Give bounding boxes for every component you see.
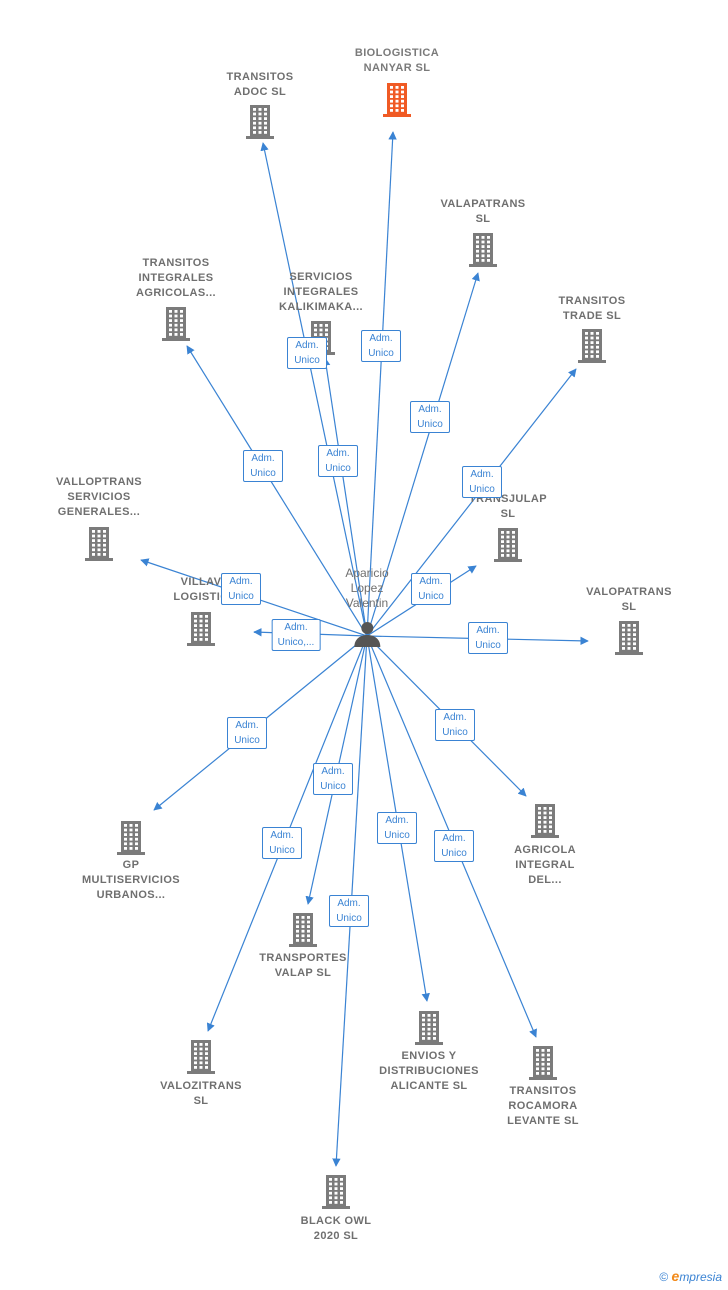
edge-label-transitos-adoc[interactable]: Adm. Unico — [318, 445, 358, 477]
edge-label-transportes-valap[interactable]: Adm. Unico — [313, 763, 353, 795]
company-node-transjulap[interactable] — [493, 527, 523, 563]
person-node[interactable]: Aparicio Lopez Valentin — [345, 566, 389, 649]
company-node-transitos-integrales[interactable] — [161, 306, 191, 342]
edge-label-envios[interactable]: Adm. Unico — [377, 812, 417, 844]
building-icon — [162, 307, 190, 341]
company-label-transitos-adoc[interactable]: TRANSITOS ADOC SL — [226, 71, 294, 98]
company-node-biologistica[interactable] — [382, 82, 412, 118]
edge-transitos-integrales — [186, 345, 368, 637]
company-node-valozitrans[interactable] — [186, 1039, 216, 1075]
edge-label-transjulap[interactable]: Adm. Unico — [411, 573, 451, 605]
edge-transitos-trade — [366, 368, 577, 637]
company-label-valopatrans[interactable]: VALOPATRANS SL — [586, 586, 672, 613]
edge-label-transitos-trade[interactable]: Adm. Unico — [462, 466, 502, 498]
company-node-gp-multiservicios[interactable] — [116, 820, 146, 856]
company-label-valapatrans[interactable]: VALAPATRANS SL — [440, 198, 526, 225]
building-icon — [246, 105, 274, 139]
company-node-villav[interactable] — [186, 611, 216, 647]
building-icon — [494, 528, 522, 562]
company-label-transitos-rocamora[interactable]: TRANSITOS ROCAMORA LEVANTE SL — [507, 1085, 579, 1127]
company-label-transitos-trade[interactable]: TRANSITOS TRADE SL — [558, 295, 626, 322]
building-icon — [578, 329, 606, 363]
company-label-villav[interactable]: VILLAV LOGISTIC — [173, 576, 229, 603]
footer-brand: © empresia — [659, 1268, 722, 1284]
company-label-black-owl[interactable]: BLACK OWL 2020 SL — [300, 1215, 372, 1242]
edge-label-transitos-integrales[interactable]: Adm. Unico — [243, 450, 283, 482]
company-node-transitos-trade[interactable] — [577, 328, 607, 364]
building-icon-highlighted — [383, 83, 411, 117]
edge-valapatrans — [366, 272, 480, 637]
building-icon — [187, 1040, 215, 1074]
company-node-black-owl[interactable] — [321, 1174, 351, 1210]
edge-label-gp-multiservicios[interactable]: Adm. Unico — [227, 717, 267, 749]
company-node-valopatrans[interactable] — [614, 620, 644, 656]
edge-label-valozitrans[interactable]: Adm. Unico — [262, 827, 302, 859]
building-icon — [531, 804, 559, 838]
company-node-transitos-adoc[interactable] — [245, 104, 275, 140]
brand-logo-initial: e — [671, 1268, 680, 1284]
company-label-agricola-integral[interactable]: AGRICOLA INTEGRAL DEL... — [514, 844, 576, 886]
building-icon — [615, 621, 643, 655]
company-label-servicios-integrales[interactable]: SERVICIOS INTEGRALES KALIKIMAKA... — [278, 271, 364, 313]
edge-biologistica — [366, 131, 397, 637]
building-icon — [469, 233, 497, 267]
building-icon — [187, 612, 215, 646]
building-icon — [322, 1175, 350, 1209]
company-label-valozitrans[interactable]: VALOZITRANS SL — [160, 1080, 242, 1107]
company-label-valloptrans[interactable]: VALLOPTRANS SERVICIOS GENERALES... — [55, 476, 143, 518]
edge-label-villav[interactable]: Adm. Unico,... — [271, 619, 321, 651]
edge-label-biologistica[interactable]: Adm. Unico — [361, 330, 401, 362]
edge-label-black-owl[interactable]: Adm. Unico — [329, 895, 369, 927]
edge-label-valopatrans[interactable]: Adm. Unico — [468, 622, 508, 654]
company-label-envios[interactable]: ENVIOS Y DISTRIBUCIONES ALICANTE SL — [379, 1050, 479, 1092]
person-name: Aparicio Lopez Valentin — [345, 566, 389, 610]
building-icon — [529, 1046, 557, 1080]
company-node-agricola-integral[interactable] — [530, 803, 560, 839]
person-icon — [353, 622, 380, 647]
company-label-biologistica[interactable]: BIOLOGISTICA NANYAR SL — [354, 47, 440, 74]
edge-label-valapatrans[interactable]: Adm. Unico — [410, 401, 450, 433]
company-node-envios[interactable] — [414, 1010, 444, 1046]
company-label-transitos-integrales[interactable]: TRANSITOS INTEGRALES AGRICOLAS... — [136, 257, 216, 299]
copyright-symbol: © — [659, 1270, 669, 1284]
edge-label-servicios-integrales[interactable]: Adm. Unico — [287, 337, 327, 369]
edge-transitos-adoc — [260, 142, 368, 637]
edge-label-agricola-integral[interactable]: Adm. Unico — [435, 709, 475, 741]
company-node-transportes-valap[interactable] — [288, 912, 318, 948]
brand-logo-text: mpresia — [679, 1270, 722, 1284]
building-icon — [85, 527, 113, 561]
company-node-valapatrans[interactable] — [468, 232, 498, 268]
building-icon — [289, 913, 317, 947]
company-label-gp-multiservicios[interactable]: GP MULTISERVICIOS URBANOS... — [81, 859, 181, 901]
building-icon — [415, 1011, 443, 1045]
edge-servicios-integrales — [321, 357, 368, 637]
company-node-valloptrans[interactable] — [84, 526, 114, 562]
edge-label-transitos-rocamora[interactable]: Adm. Unico — [434, 830, 474, 862]
company-node-transitos-rocamora[interactable] — [528, 1045, 558, 1081]
edge-label-valloptrans[interactable]: Adm. Unico — [221, 573, 261, 605]
building-icon — [117, 821, 145, 855]
company-label-transportes-valap[interactable]: TRANSPORTES VALAP SL — [259, 952, 347, 979]
